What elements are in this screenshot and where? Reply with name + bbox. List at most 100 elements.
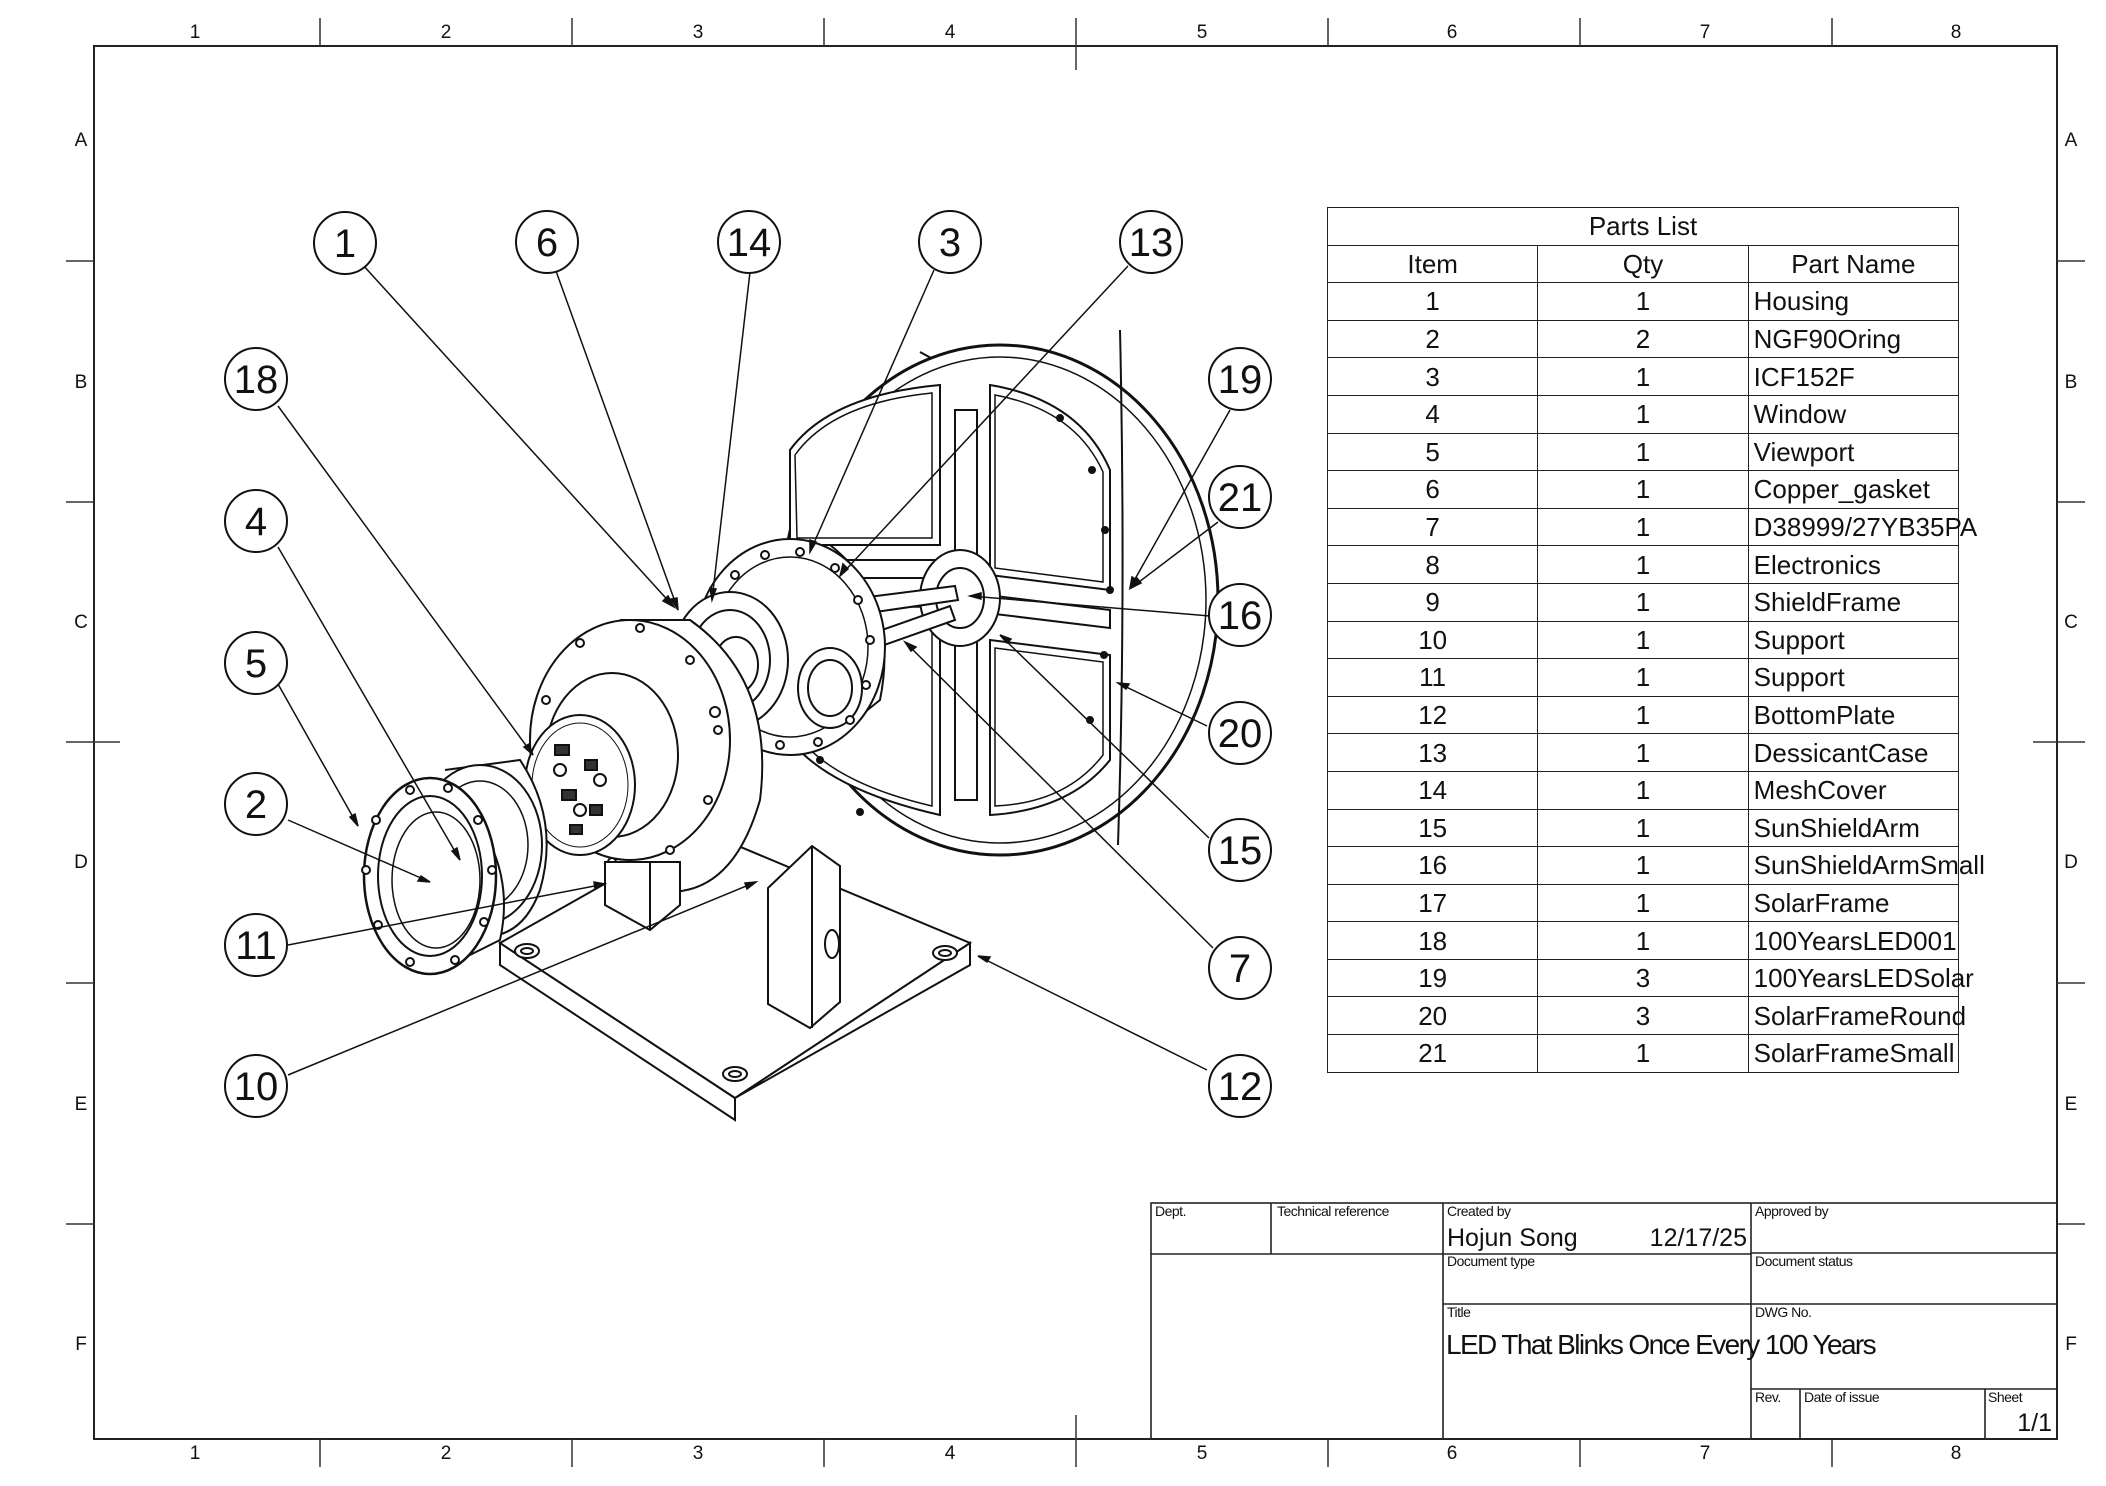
cell-qty: 1 bbox=[1537, 357, 1749, 396]
cell-part-name: Support bbox=[1747, 620, 1960, 660]
balloon-6-label: 6 bbox=[536, 221, 558, 265]
cell-part-name: ShieldFrame bbox=[1747, 582, 1960, 622]
balloon-1-label: 1 bbox=[334, 222, 356, 266]
cell-qty: 1 bbox=[1537, 470, 1749, 509]
balloon-5-label: 5 bbox=[245, 642, 267, 686]
zone-row-right-d: D bbox=[2064, 852, 2078, 873]
cell-part-name: SolarFrameRound bbox=[1747, 996, 1966, 1036]
cell-part-name: SunShieldArmSmall bbox=[1747, 846, 1985, 885]
balloon-3: 3 bbox=[918, 210, 982, 274]
cell-item: 12 bbox=[1326, 695, 1539, 735]
parts-list-title-row: Parts List bbox=[1327, 207, 1959, 246]
cell-qty: 1 bbox=[1537, 658, 1749, 697]
balloon-18-label: 18 bbox=[234, 358, 279, 402]
cell-part-name: NGF90Oring bbox=[1747, 319, 1960, 359]
zone-row-left-c: C bbox=[74, 612, 88, 633]
balloon-20-label: 20 bbox=[1218, 712, 1263, 756]
balloon-21-label: 21 bbox=[1218, 476, 1263, 520]
cell-part-name: Viewport bbox=[1747, 432, 1960, 472]
balloon-20: 20 bbox=[1208, 701, 1272, 765]
assembly-drawing bbox=[361, 329, 1220, 1122]
title-block: Dept. Technical reference Created by Hoj… bbox=[1150, 1202, 2058, 1440]
cell-qty: 1 bbox=[1537, 582, 1749, 622]
balloons: 1 6 14 3 13 18 19 4 21 16 5 20 2 15 11 7… bbox=[224, 210, 1272, 1118]
balloon-21: 21 bbox=[1208, 465, 1272, 529]
cell-part-name: SunShieldArm bbox=[1747, 808, 1960, 848]
tb-doc-type-label: Document type bbox=[1447, 1253, 1535, 1269]
balloon-16: 16 bbox=[1208, 583, 1272, 647]
cell-item: 7 bbox=[1326, 507, 1539, 547]
zone-col-bottom-8: 8 bbox=[1951, 1443, 1962, 1464]
zone-col-bottom-1: 1 bbox=[190, 1443, 201, 1464]
tb-tech-ref-label: Technical reference bbox=[1277, 1203, 1390, 1219]
balloon-2-label: 2 bbox=[245, 783, 267, 827]
tb-date-of-issue-label: Date of issue bbox=[1804, 1389, 1880, 1405]
leader-lines bbox=[277, 263, 1231, 1076]
balloon-12-label: 12 bbox=[1218, 1065, 1263, 1109]
bottom-plate bbox=[498, 828, 973, 1122]
cell-item: 2 bbox=[1326, 319, 1539, 359]
cell-part-name: SolarFrame bbox=[1747, 883, 1960, 923]
zone-row-left-d: D bbox=[74, 852, 88, 873]
balloon-4: 4 bbox=[224, 489, 288, 553]
cell-item: 21 bbox=[1326, 1034, 1539, 1073]
tb-dept-label: Dept. bbox=[1155, 1203, 1186, 1219]
cell-qty: 3 bbox=[1537, 996, 1749, 1036]
balloon-7: 7 bbox=[1208, 936, 1272, 1000]
cell-item: 1 bbox=[1326, 282, 1539, 321]
cell-item: 15 bbox=[1326, 808, 1539, 848]
balloon-15: 15 bbox=[1208, 818, 1272, 882]
balloon-11: 11 bbox=[224, 913, 288, 977]
zone-row-left-e: E bbox=[75, 1094, 88, 1115]
balloon-14-label: 14 bbox=[727, 221, 772, 265]
cell-item: 16 bbox=[1326, 846, 1539, 885]
tb-title: LED That Blinks Once Every 100 Years bbox=[1446, 1329, 1876, 1360]
balloon-18: 18 bbox=[224, 347, 288, 411]
balloon-19: 19 bbox=[1208, 347, 1272, 411]
cell-qty: 1 bbox=[1537, 620, 1749, 660]
cell-part-name: 100YearsLED001 bbox=[1747, 921, 1960, 960]
cell-qty: 2 bbox=[1537, 319, 1749, 359]
header-part-name: Part Name bbox=[1747, 244, 1960, 284]
cell-part-name: D38999/27YB35PA bbox=[1747, 507, 1977, 547]
cell-part-name: 100YearsLEDSolar bbox=[1747, 958, 1974, 998]
zone-row-right-a: A bbox=[2065, 130, 2078, 151]
cell-item: 19 bbox=[1326, 958, 1539, 998]
cell-qty: 1 bbox=[1537, 282, 1749, 321]
parts-list-header-row: Item Qty Part Name bbox=[1326, 244, 1960, 284]
balloon-13-label: 13 bbox=[1129, 221, 1174, 265]
zone-col-top-1: 1 bbox=[190, 22, 201, 43]
balloon-10: 10 bbox=[224, 1054, 288, 1118]
cell-qty: 3 bbox=[1537, 958, 1749, 998]
zone-col-top-6: 6 bbox=[1447, 22, 1458, 43]
cell-part-name: MeshCover bbox=[1747, 770, 1960, 810]
cell-item: 11 bbox=[1326, 658, 1539, 697]
cell-part-name: Support bbox=[1747, 658, 1960, 697]
zone-col-bottom-4: 4 bbox=[945, 1443, 956, 1464]
tb-title-label: Title bbox=[1447, 1304, 1471, 1320]
zone-row-right-b: B bbox=[2065, 372, 2078, 393]
cell-qty: 1 bbox=[1537, 733, 1749, 772]
tb-created-by: Hojun Song bbox=[1447, 1224, 1578, 1252]
cell-item: 10 bbox=[1326, 620, 1539, 660]
zone-col-bottom-3: 3 bbox=[693, 1443, 704, 1464]
tb-created-by-label: Created by bbox=[1447, 1203, 1511, 1219]
balloon-3-label: 3 bbox=[939, 221, 961, 265]
zone-col-bottom-5: 5 bbox=[1197, 1443, 1208, 1464]
balloon-19-label: 19 bbox=[1218, 358, 1263, 402]
zone-col-bottom-6: 6 bbox=[1447, 1443, 1458, 1464]
zone-labels: 1 2 3 4 5 6 7 8 1 2 3 4 5 6 7 8 A B C D … bbox=[74, 22, 2078, 1464]
balloon-12: 12 bbox=[1208, 1054, 1272, 1118]
